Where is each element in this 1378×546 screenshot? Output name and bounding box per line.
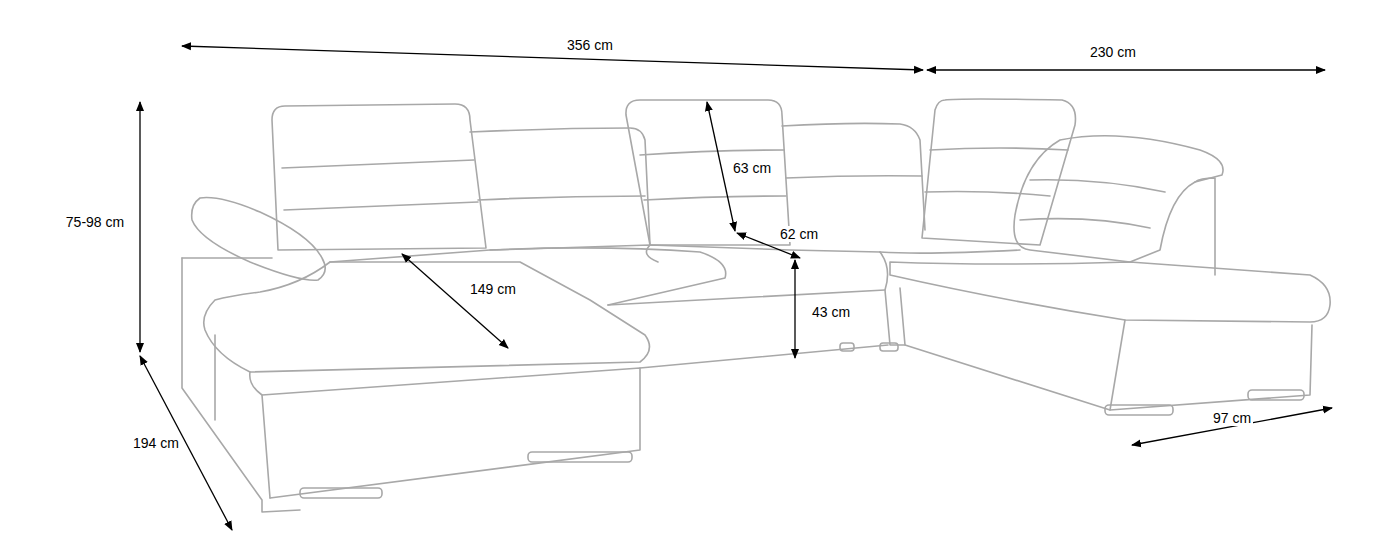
dimension-label: 43 cm	[810, 304, 852, 320]
dimension-label: 356 cm	[565, 37, 615, 53]
dimension-label: 75-98 cm	[64, 214, 126, 230]
dimension-label: 62 cm	[778, 226, 820, 242]
dimension-arrows	[140, 46, 1332, 530]
dimension-label: 149 cm	[468, 281, 518, 297]
dimension-label: 63 cm	[731, 160, 773, 176]
dimension-label: 194 cm	[131, 435, 181, 451]
dimension-label: 230 cm	[1088, 44, 1138, 60]
dimension-label: 97 cm	[1211, 410, 1253, 426]
